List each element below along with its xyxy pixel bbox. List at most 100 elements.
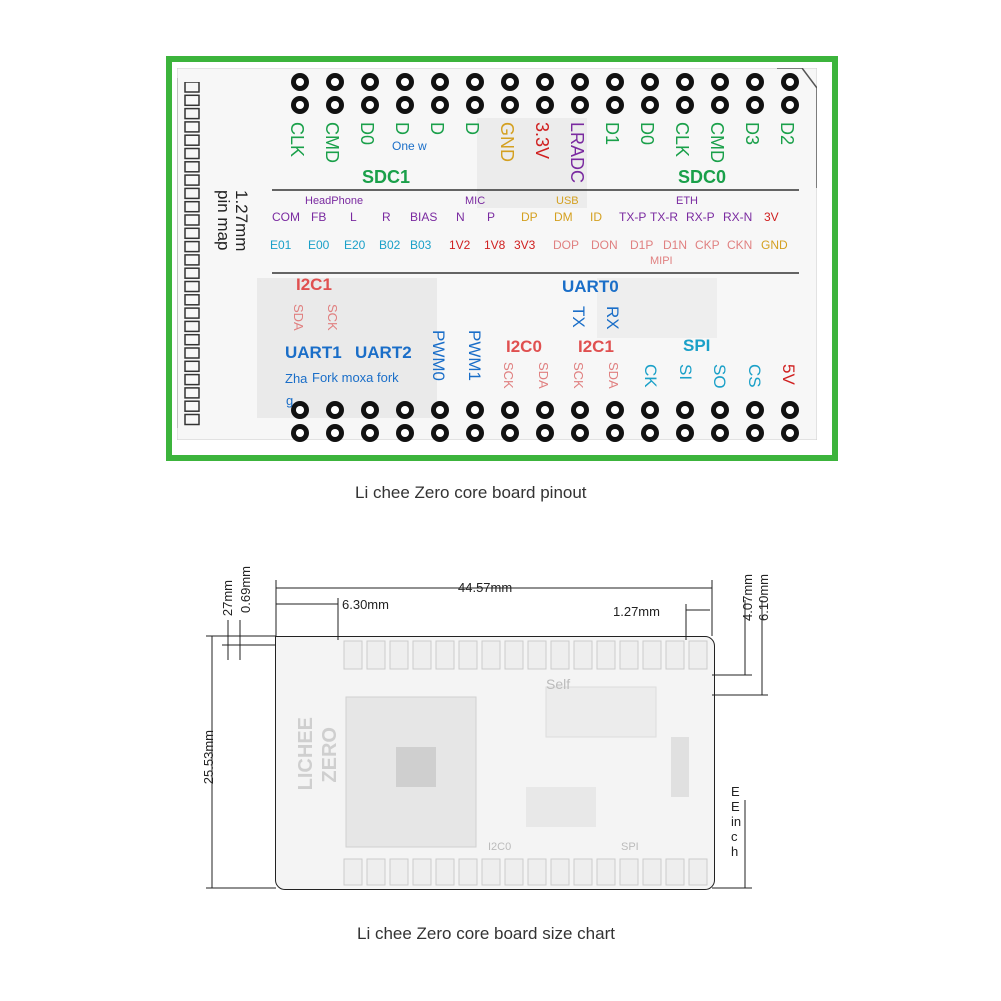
header-pin-hole: [750, 405, 760, 415]
g-note: g: [286, 393, 294, 408]
size-chart-board-art: [343, 640, 708, 886]
header-pin-hole: [750, 428, 760, 438]
header-pin-hole: [365, 77, 375, 87]
top-pin-label-2: D0: [357, 122, 377, 146]
left-pad: [184, 240, 200, 253]
top-pin-label-4: D: [427, 122, 447, 135]
left-pad: [184, 294, 200, 306]
row1-label-11: TX-R: [650, 210, 678, 224]
dim-total-width: 44.57mm: [458, 580, 513, 595]
header-pin-hole: [330, 77, 340, 87]
top-pin-label-9: D1: [602, 122, 622, 146]
row2-label-1: E00: [308, 238, 330, 252]
top-pin-label-14: D2: [777, 122, 797, 146]
row1-label-8: DM: [554, 210, 573, 224]
left-pad: [184, 174, 200, 186]
top-pin-label-5: D: [462, 122, 482, 135]
size-board-bottom-pad: [619, 858, 639, 886]
header-pin-hole: [470, 405, 480, 415]
header-pin-hole: [540, 405, 550, 415]
header-pin-hole: [715, 77, 725, 87]
header-pin-hole: [680, 100, 690, 110]
side-note-char-0: E: [731, 784, 740, 799]
one-wire-label: One w: [392, 139, 427, 153]
headphone-group-label: HeadPhone: [305, 195, 364, 207]
header-pin-hole: [435, 100, 445, 110]
size-board-top-pad: [550, 640, 570, 670]
left-pad: [184, 134, 200, 146]
row2-label-11: D1N: [663, 238, 688, 252]
header-pin-hole: [435, 428, 445, 438]
row2-label-9: DON: [591, 238, 618, 252]
pwm0-label: PWM0: [429, 330, 448, 381]
top-pin-label-11: CLK: [672, 122, 692, 158]
i2c1-left-sck: SCK: [325, 304, 340, 331]
spi-ck: CK: [641, 364, 660, 388]
header-pin-hole: [365, 405, 375, 415]
spi-label: SPI: [683, 336, 711, 355]
spi-si: SI: [676, 364, 695, 381]
header-pin-hole: [540, 77, 550, 87]
header-pin-hole: [750, 100, 760, 110]
i2c1-sda: SDA: [606, 362, 621, 389]
pcb-background-art: [177, 68, 817, 440]
header-pin-hole: [785, 77, 795, 87]
left-pad: [184, 387, 200, 399]
top-pin-label-6: GND: [497, 122, 517, 162]
header-pin-hole: [295, 100, 305, 110]
top-pin-label-10: D0: [637, 122, 657, 146]
zha-note: Zha: [285, 371, 308, 386]
header-pin-hole: [470, 77, 480, 87]
dim-0-69: 0.69mm: [238, 566, 253, 613]
row2-label-12: CKP: [695, 238, 720, 252]
row1-label-9: ID: [590, 210, 602, 224]
spi-cs: CS: [745, 364, 764, 388]
header-pin-hole: [645, 77, 655, 87]
uart0-rx: RX: [603, 306, 622, 330]
top-pin-label-13: D3: [742, 122, 762, 146]
row1-label-7: DP: [521, 210, 538, 224]
size-chart-caption: Li chee Zero core board size chart: [357, 924, 615, 943]
header-pin-hole: [715, 100, 725, 110]
header-pin-hole: [645, 100, 655, 110]
row2-label-3: B02: [379, 238, 401, 252]
size-board-bottom-pad: [366, 858, 386, 886]
side-note-char-2: in: [731, 814, 742, 829]
silk-self: Self: [546, 676, 571, 692]
left-pad: [184, 200, 200, 213]
header-pin-hole: [295, 77, 305, 87]
i2c0-label: I2C0: [506, 337, 542, 356]
header-pin-hole: [400, 77, 410, 87]
dim-pitch: 1.27mm: [613, 604, 660, 619]
silk-spi: SPI: [621, 841, 639, 853]
dim-4-07: 4.07mm: [740, 574, 755, 621]
header-pin-hole: [750, 77, 760, 87]
size-board-top-pad: [688, 640, 708, 670]
header-pin-hole: [470, 428, 480, 438]
left-pad: [184, 227, 200, 240]
row1-label-12: RX-P: [686, 210, 715, 224]
fork-note: Fork moxa fork: [312, 370, 399, 385]
row1-label-1: FB: [311, 210, 327, 224]
header-pin-hole: [540, 428, 550, 438]
header-pin-hole: [365, 428, 375, 438]
row2-label-14: GND: [761, 238, 788, 252]
header-pin-hole: [295, 405, 305, 415]
side-note-char-4: h: [731, 844, 739, 859]
size-board-bottom-pad: [343, 858, 363, 886]
left-pin-column: [184, 82, 200, 426]
row1-label-13: RX-N: [723, 210, 753, 224]
header-pin-hole: [645, 428, 655, 438]
left-pad: [184, 107, 200, 120]
mic-group-label: MIC: [465, 195, 486, 207]
sdc0-label: SDC0: [678, 167, 727, 187]
top-pin-header: [291, 73, 799, 114]
size-board-top-pad: [527, 640, 547, 670]
size-board-top-pad: [389, 640, 409, 670]
left-pad: [184, 400, 200, 412]
row1-label-14: 3V: [764, 210, 779, 224]
left-pad: [184, 307, 200, 319]
size-board-bottom-pad: [642, 858, 662, 886]
i2c0-sda: SDA: [536, 362, 551, 389]
